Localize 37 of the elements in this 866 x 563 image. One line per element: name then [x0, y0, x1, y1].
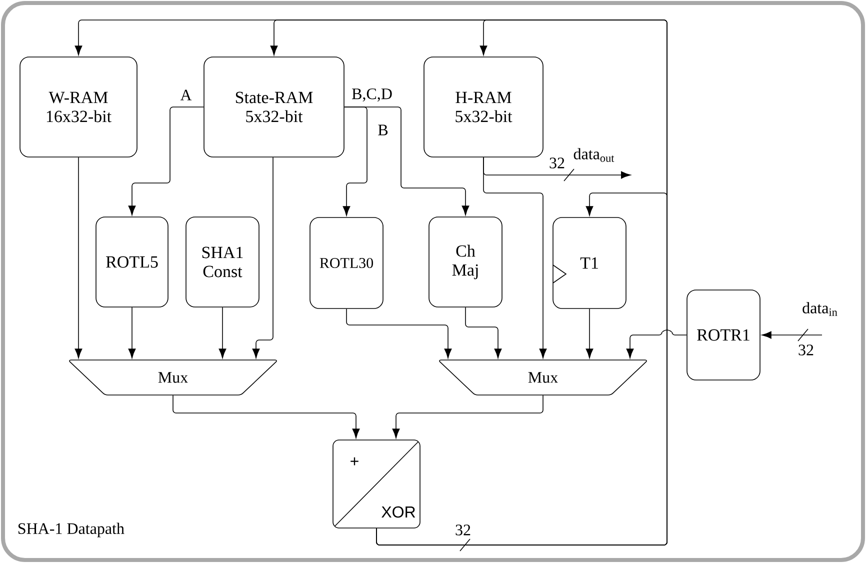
- arrow: [74, 157, 82, 358]
- bus-width-label: 32: [798, 344, 814, 356]
- arrow: [762, 331, 822, 339]
- arrow: [342, 106, 368, 216]
- memory-box: W-RAM 16x32-bit: [20, 56, 138, 158]
- arrow: [392, 395, 544, 438]
- arrow: [586, 308, 594, 358]
- edge-label: B: [378, 124, 388, 136]
- function-box: ROTL5: [96, 216, 168, 308]
- multiplexer: Mux: [69, 360, 277, 396]
- arrow: [252, 157, 274, 358]
- function-box: SHA1 Const: [186, 216, 260, 308]
- function-box: Ch Maj: [428, 216, 502, 308]
- edge-label: A: [180, 90, 192, 100]
- caption: SHA-1 Datapath: [18, 522, 124, 538]
- arrow: [344, 106, 470, 216]
- memory-box: H-RAM 5x32-bit: [424, 56, 544, 158]
- edge-label: B,C,D: [352, 88, 392, 102]
- arrow: [128, 307, 136, 358]
- function-box: ROTL30: [310, 217, 384, 309]
- arrow: [465, 307, 502, 358]
- arrow: [172, 395, 360, 438]
- multiplexer: Mux: [439, 360, 647, 396]
- arrow: [128, 106, 204, 216]
- edge-label: data$_{in}$: [802, 302, 838, 316]
- arrow: [376, 192, 668, 546]
- arrow: [483, 157, 631, 179]
- register-box: T1: [552, 217, 626, 309]
- bus-width-label: 32: [550, 158, 564, 168]
- arrow: [346, 308, 452, 358]
- arrow: [218, 307, 226, 358]
- adder-xor-box: + XOR: [332, 440, 420, 528]
- edge-label: data$_{out}$: [574, 148, 614, 162]
- bus-width-label: 32: [456, 524, 470, 536]
- function-box: ROTR1: [686, 290, 760, 380]
- arrow: [626, 330, 687, 358]
- memory-box: State-RAM 5x32-bit: [204, 56, 344, 158]
